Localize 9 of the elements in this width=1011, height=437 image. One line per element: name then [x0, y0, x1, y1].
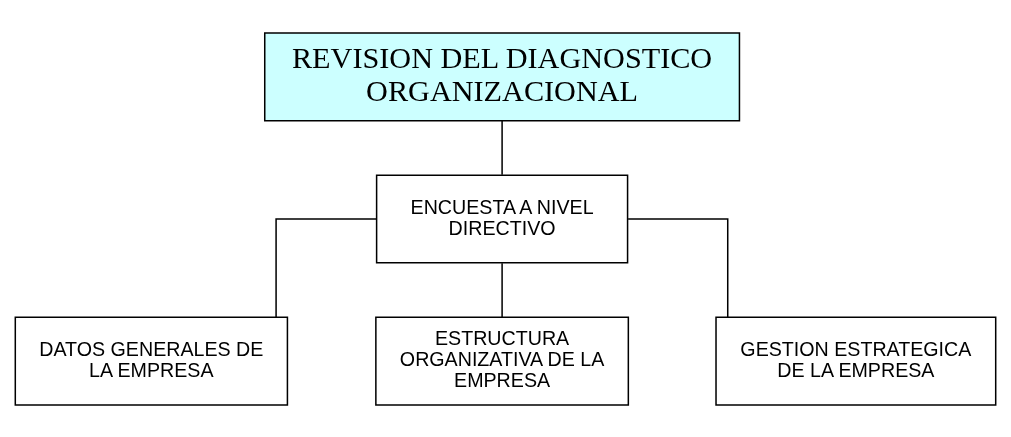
connector: [627, 217, 729, 318]
connector: [275, 217, 378, 318]
connector: [501, 119, 503, 176]
node-box: ESTRUCTURA ORGANIZATIVA DE LA EMPRESA: [375, 316, 630, 406]
node-box: REVISION DEL DIAGNOSTICO ORGANIZACIONAL: [264, 31, 741, 121]
node-box: GESTION ESTRATEGICA DE LA EMPRESA: [715, 316, 997, 406]
connector: [501, 261, 503, 318]
node-box: DATOS GENERALES DE LA EMPRESA: [14, 316, 289, 406]
node-box: ENCUESTA A NIVEL DIRECTIVO: [375, 173, 629, 264]
